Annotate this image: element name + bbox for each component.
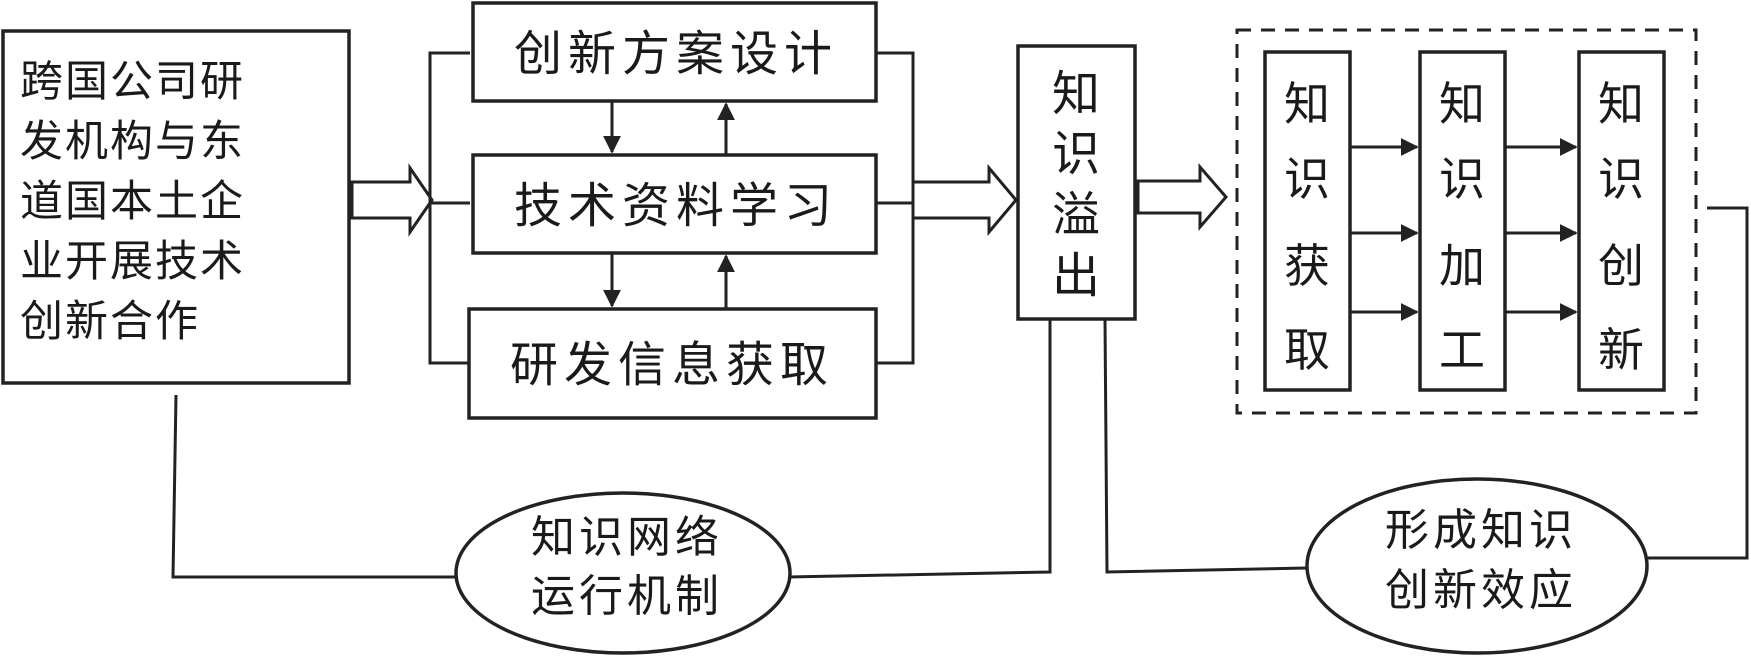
source-line-4: 业开展技术 — [20, 237, 245, 287]
acquire-char-2: 识 — [1284, 152, 1330, 206]
knowledge-process-group — [1235, 28, 1698, 415]
spillover-char-4: 出 — [1052, 248, 1100, 304]
spillover-char-2: 识 — [1052, 126, 1100, 182]
innovate-char-2: 识 — [1598, 152, 1644, 206]
hollow-arrow-1 — [350, 163, 434, 237]
innovate-box — [1577, 50, 1666, 392]
network-mechanism-ellipse — [454, 491, 792, 655]
innovate-char-3: 创 — [1598, 239, 1644, 293]
connector-source-network — [171, 394, 455, 579]
info-label: 研发信息获取 — [510, 337, 834, 393]
connector-innovate-effect — [1648, 206, 1749, 560]
spillover-char-3: 溢 — [1052, 187, 1100, 243]
connector-spillover-effect — [1103, 318, 1308, 574]
effect-line-2: 创新效应 — [1385, 565, 1577, 616]
process-char-1: 知 — [1439, 77, 1485, 131]
effect-line-1: 形成知识 — [1385, 505, 1577, 556]
study-label: 技术资料学习 — [514, 178, 838, 234]
source-line-1: 跨国公司研 — [20, 57, 245, 107]
innovate-char-4: 新 — [1598, 323, 1644, 377]
spillover-char-1: 知 — [1052, 66, 1100, 122]
process-char-2: 识 — [1439, 152, 1485, 206]
right-bracket — [876, 51, 915, 365]
innovation-effect-ellipse — [1305, 477, 1649, 655]
process-char-4: 工 — [1439, 323, 1485, 377]
acquire-char-1: 知 — [1284, 77, 1330, 131]
acquire-box — [1263, 50, 1352, 392]
source-line-3: 道国本土企 — [20, 177, 245, 227]
network-line-2: 运行机制 — [531, 571, 723, 622]
source-line-5: 创新合作 — [20, 297, 200, 347]
design-box — [471, 1, 878, 103]
connector-spillover-network — [787, 319, 1052, 579]
hollow-arrow-3 — [1136, 162, 1228, 232]
hollow-arrow-2 — [911, 163, 1018, 237]
process-char-3: 加 — [1439, 239, 1485, 293]
spillover-box — [1016, 44, 1137, 321]
source-line-2: 发机构与东 — [20, 117, 245, 167]
design-label: 创新方案设计 — [514, 26, 838, 82]
source-box — [1, 29, 351, 385]
network-line-1: 知识网络 — [531, 512, 723, 563]
acquire-char-4: 取 — [1284, 323, 1330, 377]
innovate-char-1: 知 — [1598, 77, 1644, 131]
acquire-char-3: 获 — [1284, 239, 1330, 293]
process-box — [1418, 50, 1507, 392]
left-bracket — [428, 51, 470, 365]
study-box — [471, 153, 878, 255]
